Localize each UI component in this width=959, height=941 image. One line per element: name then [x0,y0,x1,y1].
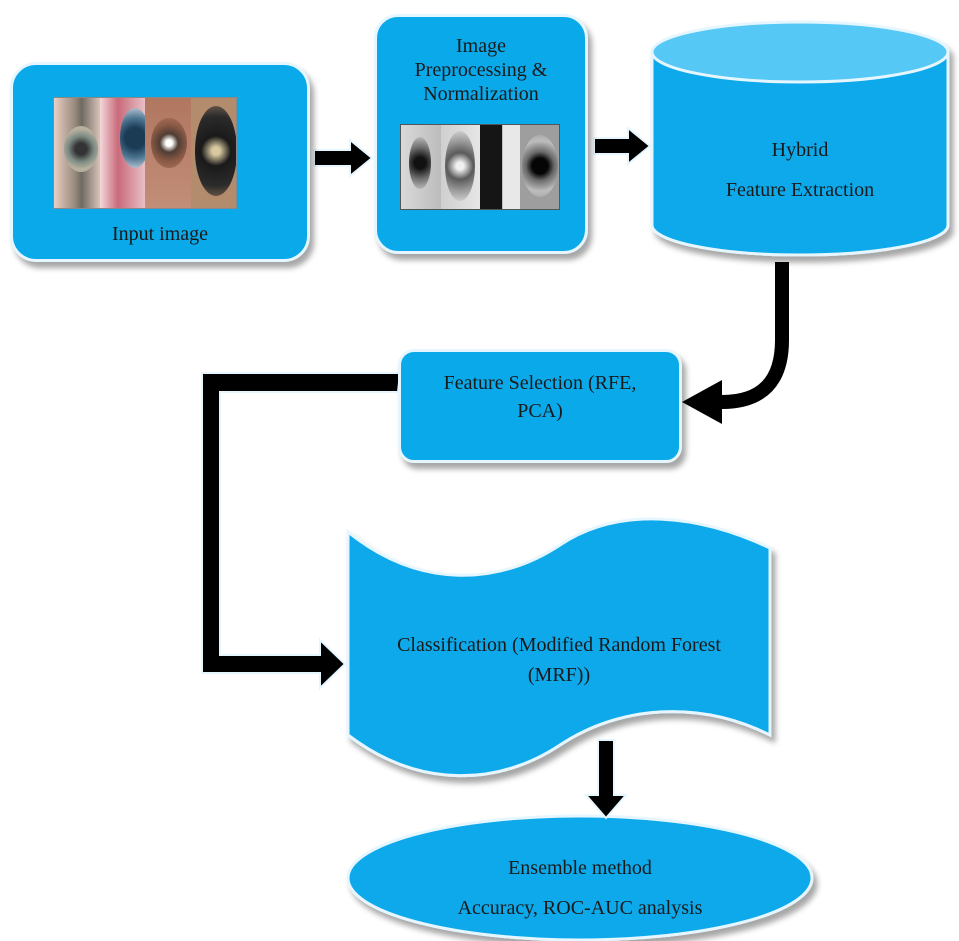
ensemble-label: Ensemble method Accuracy, ROC-AUC analys… [348,848,812,928]
arrow-extraction-to-selection [682,262,789,424]
feature-selection-node [398,349,682,463]
classification-label: Classification (Modified Random Forest (… [348,630,770,690]
normalized-image-strip [400,124,560,210]
classification-wave-shape [346,517,772,778]
feature-extraction-cylinder [650,20,950,257]
arrow-input-to-preprocessing [313,137,374,179]
preprocessing-label: Image Preprocessing & Normalization [374,34,588,106]
preprocessing-label-line-1: Image [456,35,506,57]
feature-extraction-label-line-2: Feature Extraction [725,179,875,201]
feature-selection-label-line-1: Feature Selection (RFE, [443,372,637,394]
preprocessing-label-line-3: Normalization [423,83,539,105]
arrow-selection-to-classification [201,372,402,691]
classification-label-line-2: (MRF)) [527,664,591,686]
classification-label-line-1: Classification (Modified Random Forest [397,634,721,656]
ensemble-label-line-2: Accuracy, ROC-AUC analysis [457,897,703,919]
arrow-classification-to-ensemble [583,739,629,820]
feature-extraction-label: Hybrid Feature Extraction [652,130,948,210]
eye-image-strip [53,97,237,209]
ensemble-label-line-1: Ensemble method [508,857,652,879]
input-image-label: Input image [111,223,209,245]
feature-selection-label-line-2: PCA) [517,400,563,422]
feature-extraction-label-line-1: Hybrid [771,139,829,161]
preprocessing-label-line-2: Preprocessing & [414,59,548,81]
ensemble-ellipse [346,814,814,941]
feature-selection-label: Feature Selection (RFE, PCA) [398,369,682,425]
arrow-preprocessing-to-extraction [593,125,652,167]
